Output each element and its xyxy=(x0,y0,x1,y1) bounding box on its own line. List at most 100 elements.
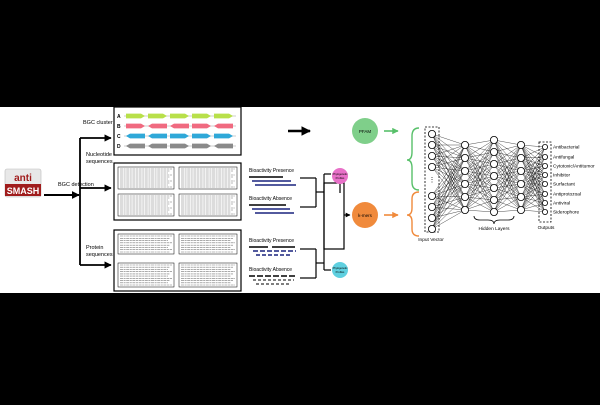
gene-arrow xyxy=(126,113,145,119)
output-labels: AntibacterialAntifungalCytotoxic/Antitum… xyxy=(553,145,595,216)
network-edge xyxy=(520,174,546,185)
gene-arrow xyxy=(170,123,189,129)
network-edge xyxy=(464,196,495,213)
output-label: Antibacterial xyxy=(553,145,579,151)
network-edge xyxy=(493,196,522,213)
network-edge xyxy=(520,144,546,167)
protein-label-line1: Protein xyxy=(86,245,103,251)
network-edge xyxy=(464,144,495,153)
network-node xyxy=(460,192,469,201)
gene-arrow xyxy=(170,113,189,119)
network-edge xyxy=(464,183,495,189)
network-edge xyxy=(431,196,466,219)
network-node xyxy=(542,180,549,187)
gene-arrow xyxy=(192,143,211,149)
sequence-block xyxy=(117,193,175,217)
network-edge xyxy=(520,156,546,211)
network-edge xyxy=(493,139,522,159)
network-edge xyxy=(464,157,495,201)
network-edge xyxy=(493,183,522,189)
network-node xyxy=(517,192,526,201)
network-edge xyxy=(431,157,466,230)
network-edge xyxy=(431,144,466,208)
network-edge xyxy=(431,170,466,208)
network-edge xyxy=(464,183,495,213)
cluster-letter: D xyxy=(117,144,121,150)
network-node xyxy=(460,140,469,149)
network-edge xyxy=(493,157,522,189)
network-edge xyxy=(431,144,466,185)
network-edge xyxy=(464,139,495,172)
network-edge xyxy=(431,196,466,208)
network-node xyxy=(542,171,549,178)
network-edge xyxy=(520,193,546,211)
phylogenetic-profile-node-2 xyxy=(332,262,348,278)
network-edge xyxy=(493,144,522,201)
profile-2-line2: Profiles xyxy=(336,270,345,274)
network-edge xyxy=(464,170,495,177)
network-edge xyxy=(520,170,546,176)
presence-2-sequences xyxy=(249,246,296,256)
network-edge xyxy=(464,151,495,172)
network-edge xyxy=(431,166,466,172)
cluster-letter: C xyxy=(117,134,121,140)
network-edges xyxy=(431,133,546,230)
network-edge xyxy=(431,196,466,230)
gene-arrow xyxy=(148,133,167,139)
protein-label-line2: sequences xyxy=(86,252,113,258)
network-node xyxy=(542,190,549,197)
output-label: Siderophore xyxy=(553,210,579,216)
network-edge xyxy=(431,183,466,208)
sequence-block xyxy=(117,166,175,190)
network-edge xyxy=(431,155,466,198)
presence-1-sequences xyxy=(249,176,296,186)
network-edge xyxy=(520,165,546,198)
network-node xyxy=(427,162,436,171)
branch-lines xyxy=(79,134,112,269)
gene-arrow xyxy=(148,123,167,129)
network-edge xyxy=(464,163,495,172)
network-edge xyxy=(431,209,466,219)
sequence-block xyxy=(178,193,238,217)
network-edge xyxy=(431,133,466,198)
network-edge xyxy=(493,170,522,201)
gene-arrow xyxy=(170,143,189,149)
network-edge xyxy=(493,163,522,211)
network-edge xyxy=(520,157,546,176)
network-edge xyxy=(464,209,495,213)
network-edge xyxy=(464,139,495,146)
network-edge xyxy=(431,144,466,172)
network-edge xyxy=(493,139,522,211)
network-edge xyxy=(464,139,495,198)
network-edge xyxy=(493,157,522,201)
network-edge xyxy=(431,195,466,198)
network-node xyxy=(542,208,549,215)
gene-arrow xyxy=(192,113,211,119)
network-edge xyxy=(520,165,546,185)
network-node xyxy=(460,179,469,188)
gene-arrow xyxy=(214,133,233,139)
network-edge xyxy=(464,170,495,201)
sequence-block xyxy=(178,166,238,190)
network-edge xyxy=(464,157,495,177)
sequence-block xyxy=(178,262,238,288)
network-edge xyxy=(493,170,522,177)
bioactivity-absence-1: Bioactivity Absence xyxy=(249,196,292,202)
network-node xyxy=(489,159,498,168)
network-node xyxy=(517,153,526,162)
network-edge xyxy=(493,170,522,189)
network-edge xyxy=(464,183,495,201)
gene-arrow xyxy=(214,113,233,119)
network-edge xyxy=(493,139,522,172)
network-edge xyxy=(464,187,495,211)
network-edge xyxy=(493,144,522,165)
network-edge xyxy=(493,157,522,213)
sequence-block xyxy=(117,262,175,288)
network-node xyxy=(489,195,498,204)
network-edge xyxy=(431,170,466,230)
network-edge xyxy=(520,144,546,148)
network-node xyxy=(427,202,436,211)
network-edge xyxy=(520,193,546,198)
network-node xyxy=(489,147,498,156)
network-edge xyxy=(464,157,495,189)
